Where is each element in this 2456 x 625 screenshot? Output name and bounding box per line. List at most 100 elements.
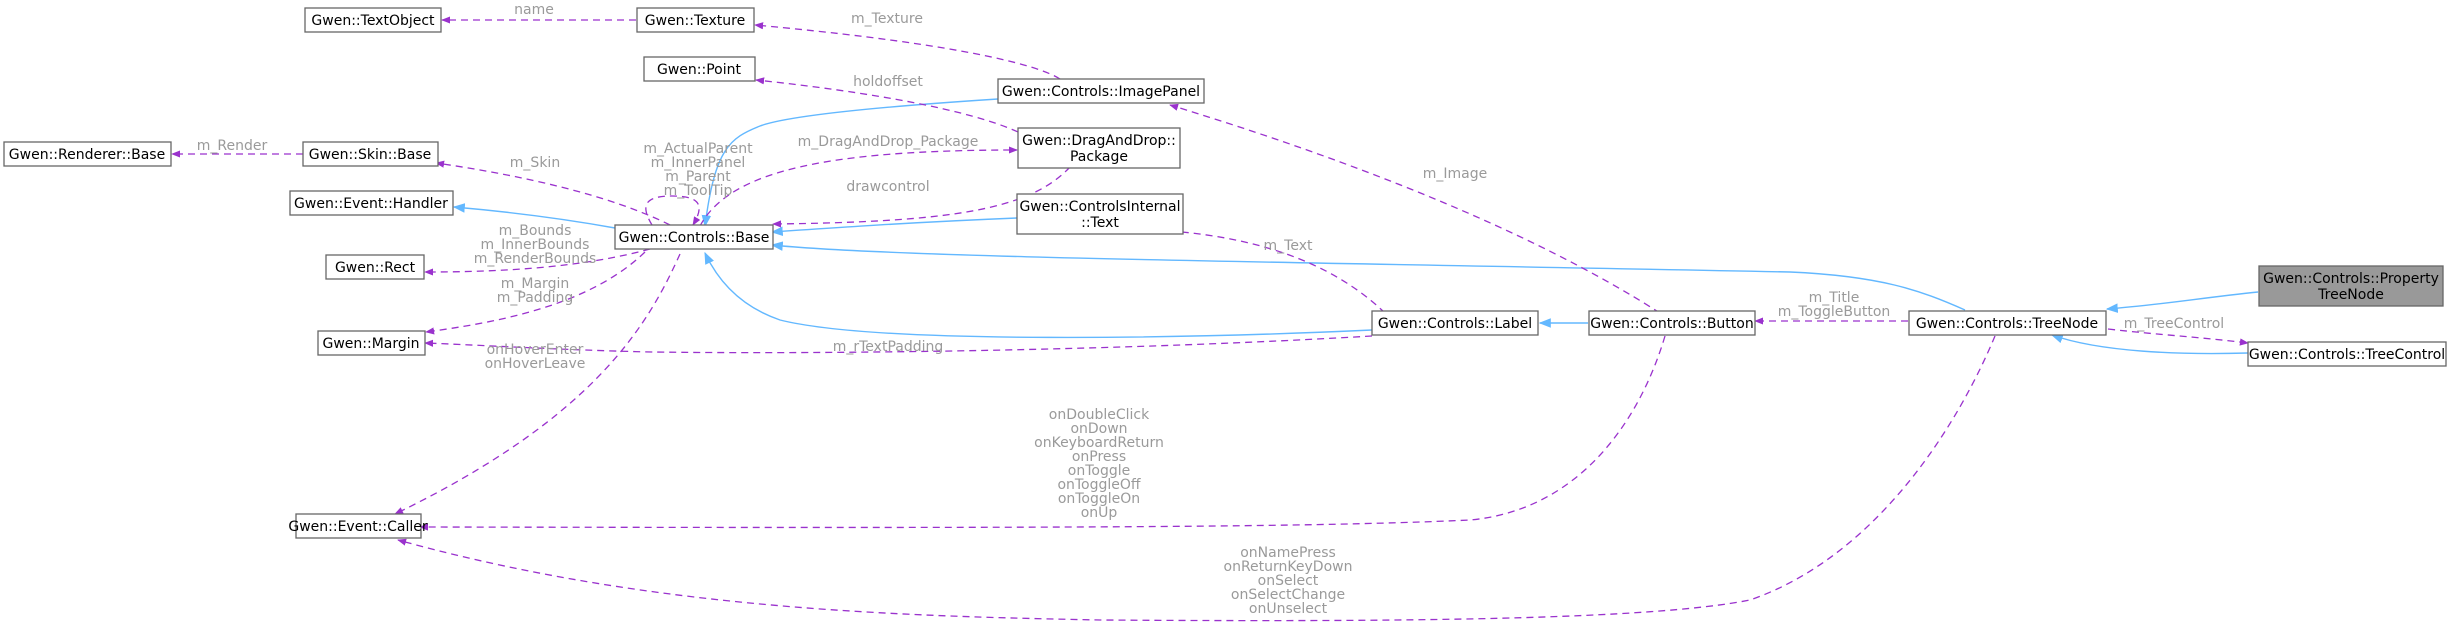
node-box (2247, 341, 2447, 367)
node-button[interactable]: Gwen::Controls::Button (1588, 310, 1756, 336)
node-property-treenode[interactable]: Gwen::Controls::Property TreeNode (2258, 265, 2444, 307)
node-box (1017, 127, 1181, 169)
usage-edge-base-to-skinbase (435, 160, 671, 226)
node-label: Gwen::Event::Caller (288, 519, 428, 535)
node-event-handler[interactable]: Gwen::Event::Handler (289, 190, 454, 216)
usage-edge-package-to-base (772, 166, 1071, 228)
edge-label-line: name (514, 2, 554, 18)
edge-label-line: m_Bounds (499, 223, 572, 239)
node-texture[interactable]: Gwen::Texture (636, 7, 755, 33)
node-label: Gwen::TextObject (311, 13, 435, 29)
edge-label-line: m_Margin (501, 276, 569, 292)
edge-label-line: m_RenderBounds (474, 251, 597, 267)
edge-label-line: m_ToolTip (664, 183, 733, 199)
edge-label-line: m_TreeControl (2124, 316, 2224, 332)
node-label: TreeNode (2317, 287, 2384, 303)
node-label: Gwen::Controls::Base (619, 230, 770, 246)
usage-edge-label-to-controlsinternaltext (1154, 226, 1386, 314)
node-box (997, 78, 1205, 104)
edge-label-m-texture: m_Texture (851, 11, 923, 27)
node-box (1908, 310, 2107, 336)
usage-edge-package-to-point (755, 77, 1019, 133)
usage-edge-base-to-rect (424, 248, 651, 276)
node-box (643, 56, 756, 82)
node-label: Gwen::Rect (335, 260, 416, 276)
edge-label-line: onSelectChange (1231, 587, 1345, 603)
edge-label-rect-refs: m_Bounds m_InnerBounds m_RenderBounds (474, 223, 597, 267)
node-label: Gwen::Controls::Property (2263, 271, 2439, 287)
edge-label-line: m_Texture (851, 11, 923, 27)
inherit-edge-controlsinternaltext-to-base (770, 217, 1018, 237)
edge-label-title-toggle: m_Title m_ToggleButton (1778, 290, 1891, 320)
usage-edge-base-to-package (699, 146, 1018, 227)
node-label: Gwen::Renderer::Base (9, 147, 165, 163)
usage-edge-base-to-margin (425, 251, 646, 335)
edge-label-line: onReturnKeyDown (1224, 559, 1353, 575)
inherit-edge-imagepanel-to-base (701, 98, 999, 228)
edge-label-hover-events: onHoverEnter onHoverLeave (485, 342, 586, 372)
edge-label-self-refs: m_ActualParent m_InnerPanel m_Parent m_T… (643, 141, 753, 199)
edge-label-margin-refs: m_Margin m_Padding (497, 276, 573, 306)
node-label-class[interactable]: Gwen::Controls::Label (1371, 310, 1539, 336)
edge-label-line: m_InnerPanel (651, 155, 746, 171)
node-imagepanel[interactable]: Gwen::Controls::ImagePanel (997, 78, 1205, 104)
edge-label-treenode-events: onNamePress onReturnKeyDown onSelect onS… (1224, 545, 1353, 617)
node-point[interactable]: Gwen::Point (643, 56, 756, 82)
node-label: Gwen::Skin::Base (309, 147, 432, 163)
edge-label-line: onDown (1070, 421, 1127, 437)
node-label: Gwen::Controls::Button (1590, 316, 1753, 332)
edge-label-name: name (514, 2, 554, 18)
inherit-edge-treecontrol-to-treenode (2050, 334, 2249, 355)
edge-label-line: onPress (1072, 449, 1126, 465)
node-label: Package (1070, 149, 1128, 165)
edge-label-m-treecontrol: m_TreeControl (2124, 316, 2224, 332)
edge-label-line: onDoubleClick (1049, 407, 1150, 423)
node-skin-base[interactable]: Gwen::Skin::Base (302, 141, 439, 167)
inherit-edge-label-to-base (704, 251, 1373, 339)
edge-label-line: onToggleOn (1058, 491, 1140, 507)
edge-label-line: m_Text (1264, 238, 1313, 254)
node-textobject[interactable]: Gwen::TextObject (304, 7, 442, 33)
edge-label-line: m_rTextPadding (833, 339, 944, 355)
edge-label-line: m_Image (1423, 166, 1487, 182)
inherit-edge-treenode-to-base (770, 241, 1966, 311)
node-treenode[interactable]: Gwen::Controls::TreeNode (1908, 310, 2107, 336)
edge-label-drawcontrol: drawcontrol (846, 179, 929, 195)
usage-edge-imagepanel-to-texture (754, 22, 1061, 80)
edge-label-m-rtextpadding: m_rTextPadding (833, 339, 944, 355)
node-label: Gwen::Event::Handler (294, 196, 448, 212)
edge-label-m-text: m_Text (1264, 238, 1313, 254)
node-dragdrop-package[interactable]: Gwen::DragAndDrop:: Package (1017, 127, 1181, 169)
node-label: Gwen::Margin (322, 336, 419, 352)
node-label: Gwen::Controls::ImagePanel (1002, 84, 1200, 100)
node-controls-base[interactable]: Gwen::Controls::Base (614, 224, 774, 250)
node-label: Gwen::Point (657, 62, 741, 78)
node-label: Gwen::DragAndDrop:: (1022, 133, 1176, 149)
edge-label-line: onToggleOff (1057, 477, 1140, 493)
inherit-edge-controlsbase-to-eventhandler (452, 203, 616, 229)
node-margin[interactable]: Gwen::Margin (317, 330, 426, 356)
node-treecontrol[interactable]: Gwen::Controls::TreeControl (2247, 341, 2447, 367)
edge-label-line: onKeyboardReturn (1034, 435, 1164, 451)
node-box (289, 190, 454, 216)
node-box (636, 7, 755, 33)
node-label: Gwen::Controls::TreeControl (2249, 347, 2445, 363)
node-controlsinternal-text[interactable]: Gwen::ControlsInternal ::Text (1016, 193, 1184, 235)
node-rect[interactable]: Gwen::Rect (325, 254, 425, 280)
edge-label-line: onUnselect (1249, 601, 1328, 617)
edge-label-m-skin: m_Skin (510, 155, 560, 171)
edge-label-button-events: onDoubleClick onDown onKeyboardReturn on… (1034, 407, 1164, 521)
edge-label-line: m_DragAndDrop_Package (798, 134, 979, 150)
node-label: Gwen::Controls::TreeNode (1916, 316, 2098, 332)
node-box (302, 141, 439, 167)
edge-label-line: onSelect (1258, 573, 1319, 589)
edge-label-line: m_Padding (497, 290, 573, 306)
usage-edge-treenode-to-eventcaller (397, 335, 1996, 622)
edge-label-line: onNamePress (1240, 545, 1336, 561)
node-renderer-base[interactable]: Gwen::Renderer::Base (3, 141, 172, 167)
node-event-caller[interactable]: Gwen::Event::Caller (288, 513, 428, 539)
inherit-edge-propertytreenode-to-treenode (2105, 291, 2259, 313)
node-box (325, 254, 425, 280)
node-box (317, 330, 426, 356)
